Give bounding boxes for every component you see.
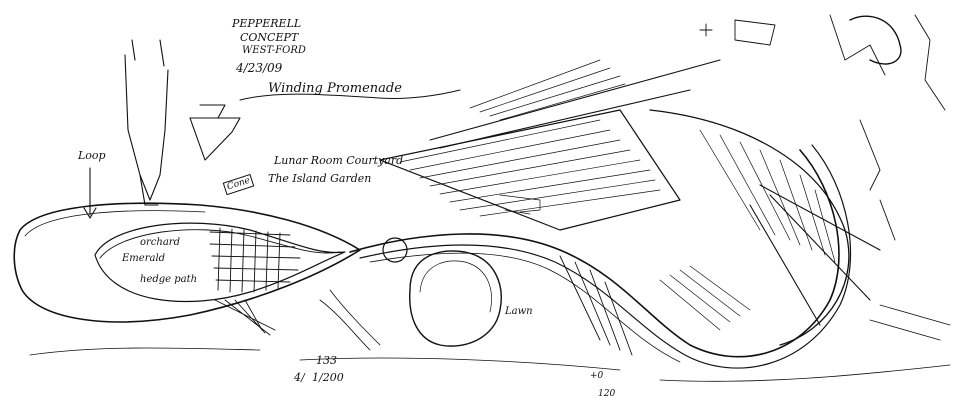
scale-fraction-extra: 4/ xyxy=(294,371,305,384)
label-promenade: Winding Promenade xyxy=(268,81,402,96)
scale-fraction-bottom: 1/200 xyxy=(312,371,344,384)
elevation-note-2: 120 xyxy=(598,389,616,399)
right-arc-hatching xyxy=(649,109,881,346)
scale-fraction-top: 133 xyxy=(316,354,337,367)
label-island: The Island Garden xyxy=(268,172,372,185)
title-line-1: PEPPERELL xyxy=(232,17,302,30)
title-date: 4/23/09 xyxy=(236,61,283,75)
label-loop: Loop xyxy=(78,149,106,162)
label-lawn: Lawn xyxy=(505,306,533,317)
ground-line xyxy=(29,289,951,382)
elevation-note-1: +0 xyxy=(590,371,604,381)
loop-outline xyxy=(13,202,361,323)
label-emerald: Emerald xyxy=(122,253,166,264)
label-sun-room: Lunar Room Courtyard xyxy=(274,154,404,167)
corner-details xyxy=(699,14,946,241)
orchard-grid xyxy=(209,227,301,336)
lawn-circle xyxy=(382,237,502,347)
island-hatching xyxy=(379,59,721,231)
loop-arrow xyxy=(83,167,97,219)
label-hedge-path: hedge path xyxy=(140,274,198,285)
tower-sketch xyxy=(124,39,241,206)
winding-promenade xyxy=(349,144,852,369)
promenade-stroke xyxy=(239,89,461,101)
title-line-2: CONCEPT xyxy=(240,31,299,44)
title-line-3: WEST-FORD xyxy=(242,45,306,56)
label-orchard: orchard xyxy=(140,237,180,248)
